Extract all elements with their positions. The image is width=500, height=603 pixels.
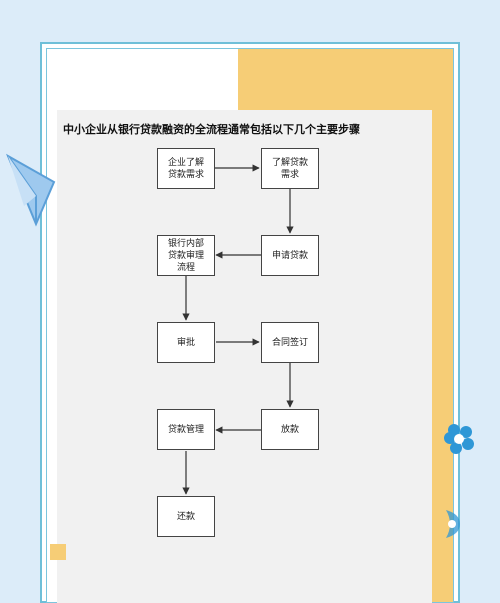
- node-disbursement: 放款: [261, 409, 319, 450]
- node-understand-needs: 了解贷款 需求: [261, 148, 319, 189]
- diagram-card: [57, 110, 432, 603]
- node-bank-review: 银行内部 贷款审理 流程: [157, 235, 215, 276]
- flower-icon: [444, 424, 474, 454]
- node-repayment: 还款: [157, 496, 215, 537]
- flower-icon-small: [446, 510, 460, 538]
- diagram-title: 中小企业从银行贷款融资的全流程通常包括以下几个主要步骤: [63, 123, 360, 136]
- paper-plane-icon: [6, 153, 56, 227]
- node-loan-management: 贷款管理: [157, 409, 215, 450]
- node-contract: 合同签订: [261, 322, 319, 363]
- node-apply-loan: 申请贷款: [261, 235, 319, 276]
- node-approval: 审批: [157, 322, 215, 363]
- node-enterprise-needs: 企业了解 贷款需求: [157, 148, 215, 189]
- yellow-square: [50, 544, 66, 560]
